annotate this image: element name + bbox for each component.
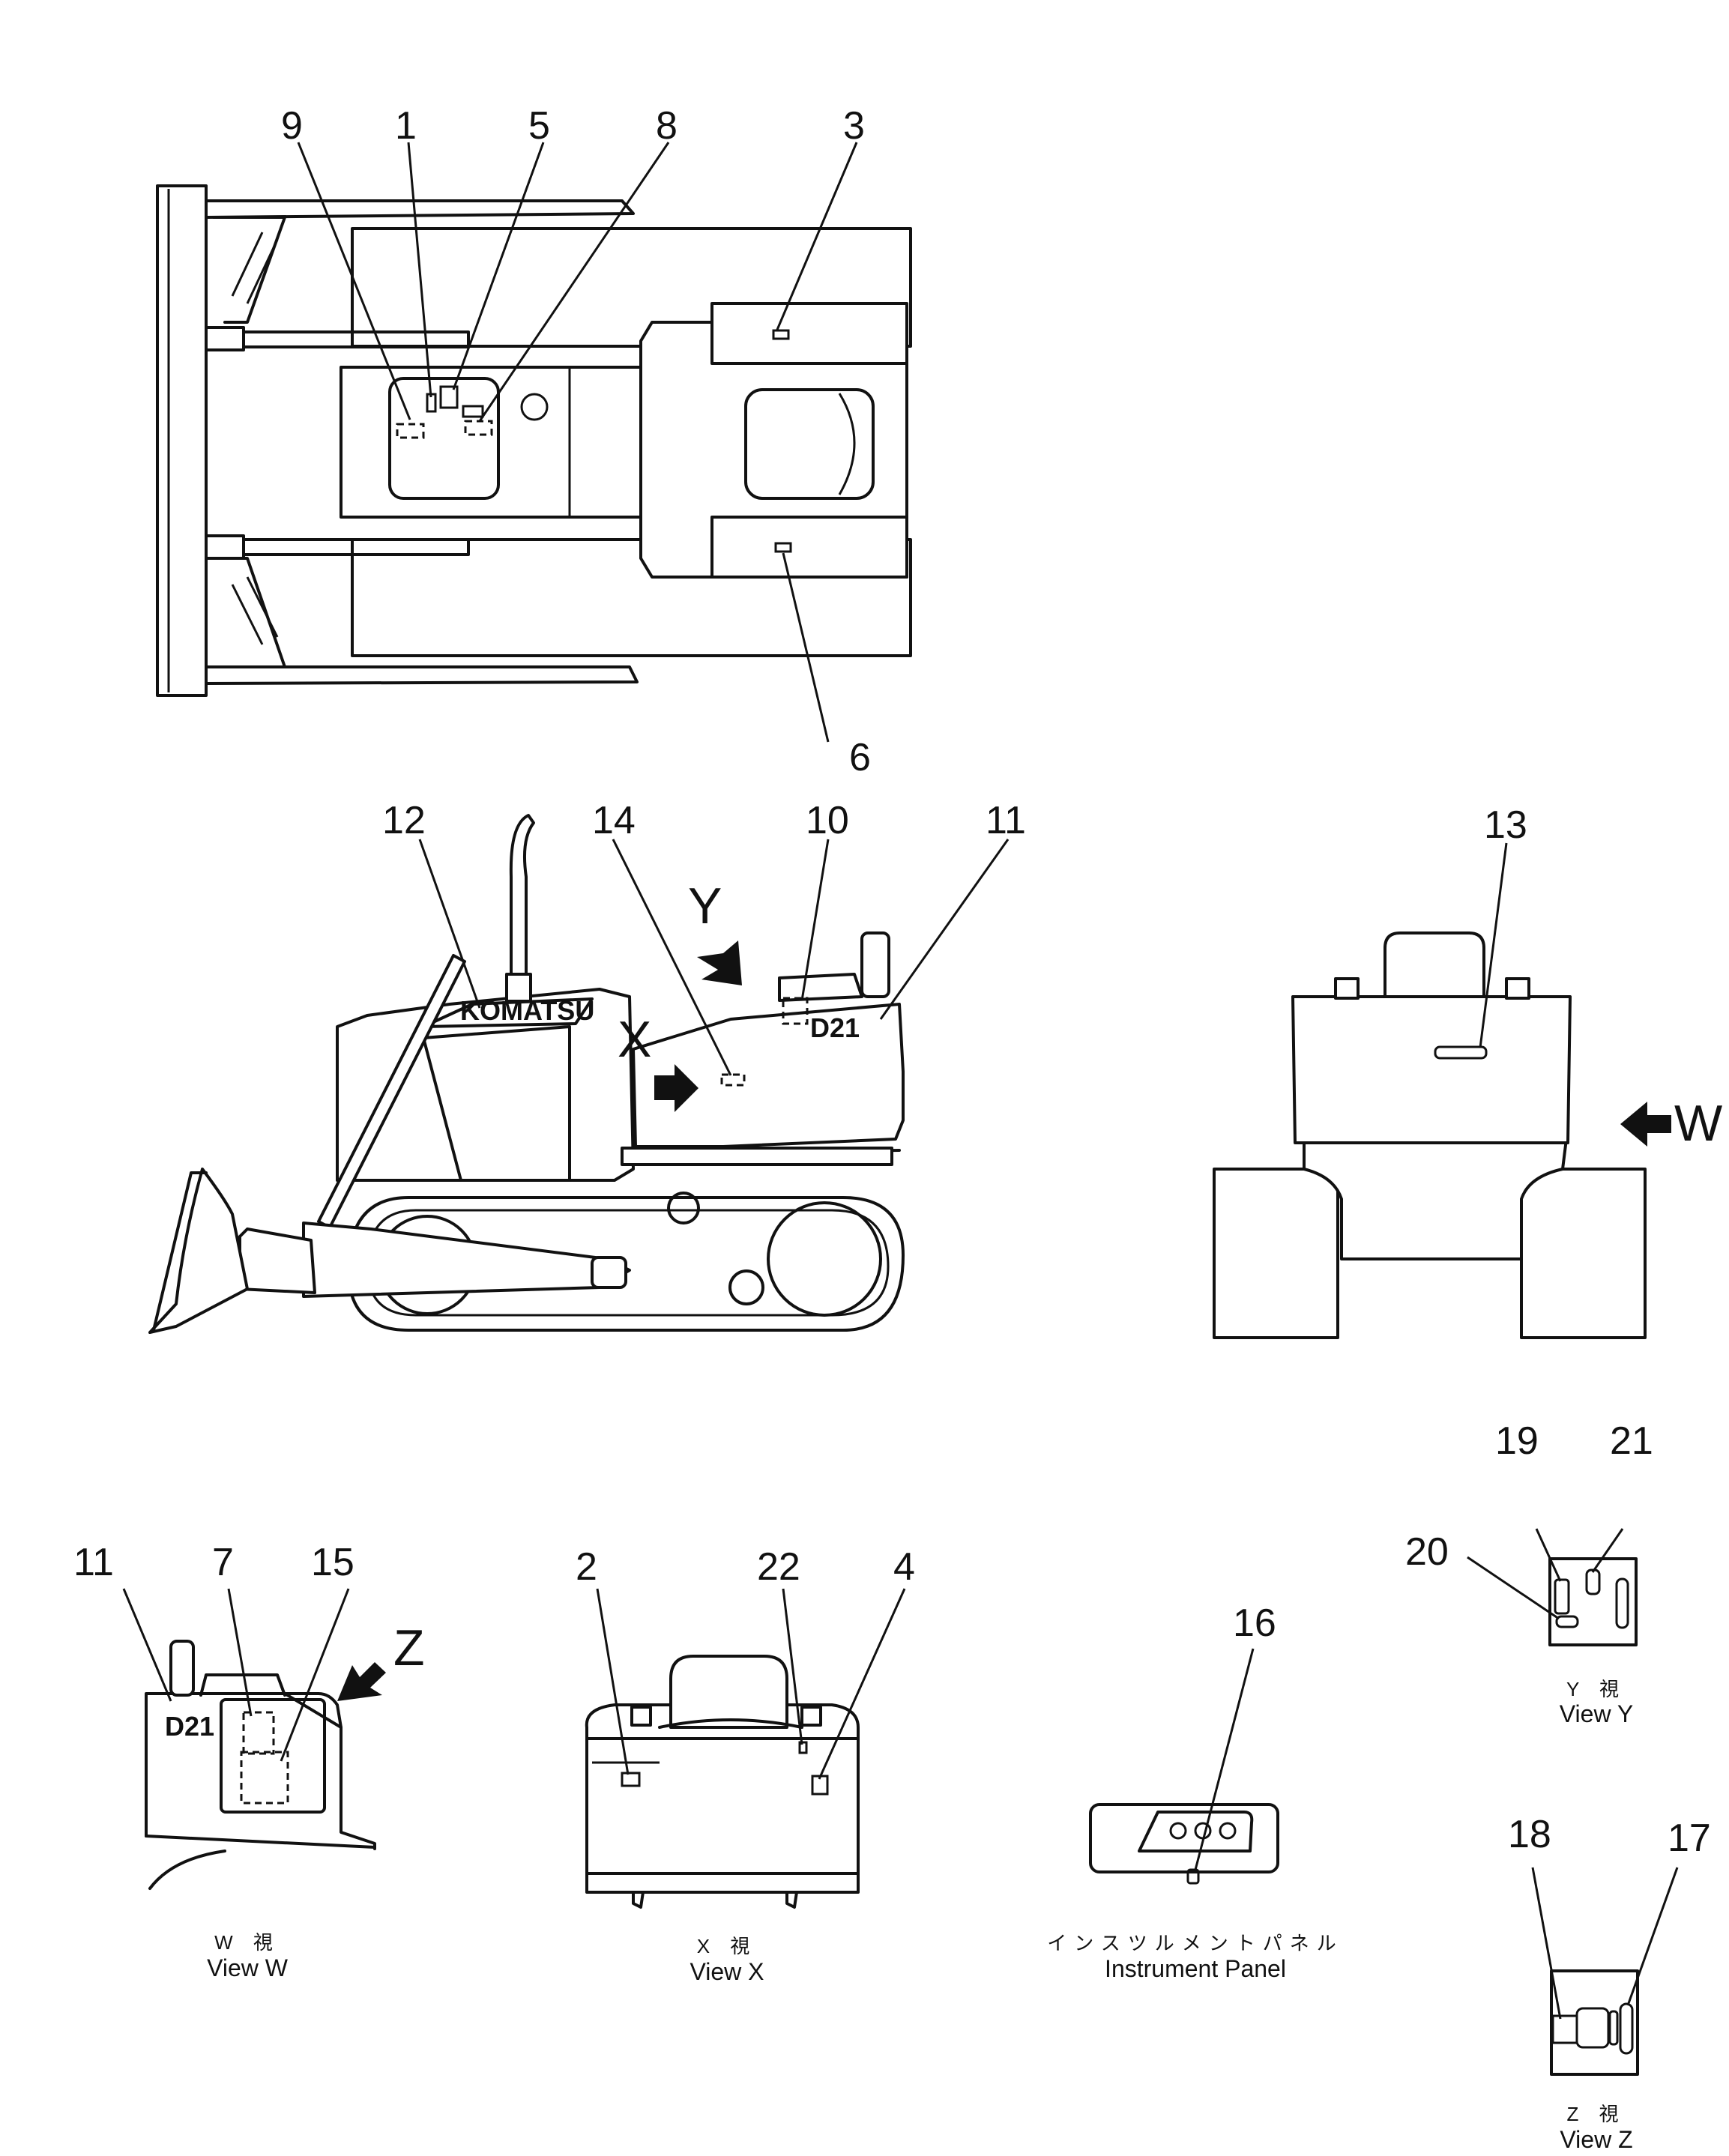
view-z-arrow-icon: [337, 1662, 386, 1701]
view-w-seat: [169, 1640, 195, 1697]
rear-plate-13: [1434, 1045, 1488, 1060]
rear-lower-body: [1303, 1138, 1568, 1260]
callout-11-side: 11: [986, 799, 1026, 842]
side-sprocket-wheel: [767, 1201, 882, 1317]
caption-view-w-jp: W 視: [214, 1931, 280, 1954]
view-letter-y: Y: [688, 878, 722, 934]
view-letters: Y X W Z: [393, 878, 1722, 1676]
callout-6: 6: [849, 736, 871, 779]
rear-seat: [1383, 931, 1485, 998]
view-letter-w: W: [1674, 1095, 1722, 1152]
top-fender-lower: [710, 516, 908, 579]
gauge-icon-1: [1169, 1822, 1187, 1840]
rear-track-left: [1213, 1168, 1339, 1339]
view-x: [585, 1655, 860, 1909]
caption-view-z-en: View Z: [1560, 2126, 1632, 2153]
callout-13: 13: [1484, 803, 1527, 847]
callout-21: 21: [1610, 1419, 1653, 1463]
caption-view-x-en: View X: [690, 1958, 764, 1985]
callout-5: 5: [528, 104, 550, 148]
top-track-upper: [351, 227, 912, 348]
callout-14: 14: [592, 799, 636, 842]
caption-panel-jp: インスツルメントパネル: [1047, 1932, 1343, 1954]
view-z: [1550, 1969, 1639, 2076]
side-view: KOMATSU D21: [148, 814, 905, 1334]
caption-view-x-jp: X 視: [697, 1935, 758, 1957]
top-fender-upper: [710, 302, 908, 365]
caption-view-y-jp: Y 視: [1566, 1678, 1626, 1700]
top-seat: [744, 388, 875, 500]
callout-22: 22: [757, 1545, 800, 1589]
view-w-arrow-icon: [1620, 1102, 1671, 1147]
side-engine-panel: [422, 1025, 571, 1182]
view-y: [1548, 1557, 1638, 1646]
view-w-side-panel: [220, 1698, 326, 1814]
gauge-icon-3: [1219, 1822, 1237, 1840]
callout-12: 12: [382, 799, 426, 842]
top-push-arm-lower: [205, 665, 639, 685]
side-brand-plate: [422, 997, 594, 1028]
instrument-panel: [1089, 1803, 1279, 1885]
callout-3: 3: [843, 104, 865, 148]
callout-16: 16: [1233, 1601, 1276, 1645]
top-hood: [340, 366, 654, 519]
top-lift-cylinder-lower: [242, 538, 470, 556]
caption-panel-en: Instrument Panel: [1105, 1955, 1286, 1982]
callout-9: 9: [281, 104, 303, 148]
callout-8: 8: [656, 104, 678, 148]
rear-track-right: [1520, 1168, 1647, 1339]
caption-view-y-en: View Y: [1560, 1700, 1633, 1727]
view-w-model-mark: D21: [165, 1711, 214, 1742]
callout-20: 20: [1405, 1530, 1449, 1574]
side-seat-back: [860, 931, 890, 998]
view-z-panel: [1550, 1969, 1639, 2076]
view-x-arrow-icon: [654, 1064, 698, 1112]
view-letter-x: X: [618, 1011, 651, 1068]
callout-18: 18: [1508, 1813, 1551, 1856]
view-x-body: [585, 1730, 860, 1875]
side-blade: [148, 1168, 249, 1334]
rear-view: [1213, 931, 1671, 1339]
callout-19: 19: [1495, 1419, 1539, 1463]
side-model-mark: D21: [810, 1012, 860, 1043]
callout-labels: 9 1 5 8 3 6 12 14 10 11 13 19 21 20 11 7…: [73, 104, 1711, 1860]
view-w: D21: [145, 1640, 386, 1890]
view-y-panel: [1548, 1557, 1638, 1646]
view-captions: W 視 View W X 視 View X インスツルメントパネル Instru…: [207, 1678, 1633, 2153]
side-push-arm: [302, 1222, 631, 1298]
top-view: [156, 184, 912, 697]
leader-lines: [122, 142, 1679, 2020]
view-y-arrow-icon: [697, 940, 742, 985]
top-push-arm-upper: [205, 199, 635, 219]
view-letter-z: Z: [393, 1619, 425, 1676]
callout-4: 4: [893, 1545, 915, 1589]
caption-view-w-en: View W: [207, 1954, 289, 1981]
caption-view-z-jp: Z 視: [1566, 2103, 1626, 2125]
callout-7: 7: [212, 1541, 234, 1584]
top-blade: [156, 184, 208, 697]
callout-15: 15: [311, 1541, 354, 1584]
callout-1: 1: [395, 104, 417, 148]
top-radiator-grille: [388, 377, 500, 500]
callout-10: 10: [806, 799, 849, 842]
side-exhaust-stack: [509, 814, 535, 991]
rear-upper-body: [1291, 995, 1572, 1144]
view-x-seat: [669, 1655, 788, 1729]
callout-2: 2: [576, 1545, 597, 1589]
callout-11-view-w: 11: [73, 1541, 114, 1584]
instrument-panel-body: [1089, 1803, 1279, 1873]
callout-17: 17: [1668, 1817, 1711, 1860]
